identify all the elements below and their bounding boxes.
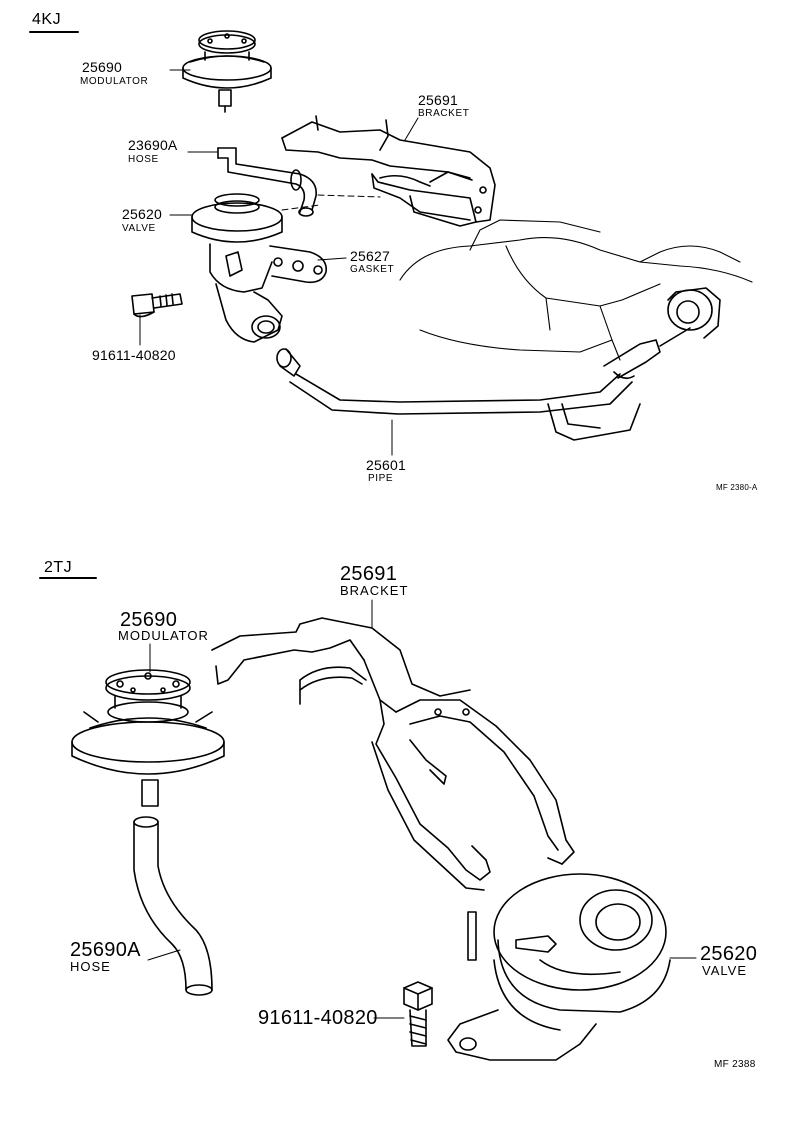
part-name-valve-4kj: VALVE: [122, 223, 156, 234]
part-name-gasket-4kj: GASKET: [350, 264, 395, 275]
part-name-modulator-4kj: MODULATOR: [80, 76, 149, 87]
part-number-bracket-2tj: 25691: [340, 563, 398, 585]
part-number-bolt-4kj: 91611-40820: [92, 347, 176, 363]
bracket-2tj: [211, 599, 575, 891]
hose-4kj: [217, 147, 317, 217]
valve-2tj: [447, 873, 697, 1061]
bracket-4kj: [281, 115, 496, 227]
modulator-2tj: [71, 643, 225, 807]
part-name-modulator-2tj: MODULATOR: [118, 628, 209, 643]
bolt-2tj: [373, 981, 433, 1047]
part-name-hose-2tj: HOSE: [70, 959, 111, 974]
section-title-2tj: 2TJ: [44, 559, 73, 576]
part-number-bracket-4kj: 25691: [418, 92, 458, 108]
part-number-hose-4kj: 23690A: [128, 137, 178, 153]
part-name-pipe-4kj: PIPE: [368, 473, 394, 484]
hose-2tj: [133, 816, 213, 996]
figure-code-4kj: MF 2380-A: [716, 483, 758, 492]
part-name-hose-4kj: HOSE: [128, 154, 159, 165]
valve-4kj: [191, 193, 283, 343]
bolt-4kj: [131, 293, 183, 318]
part-name-bracket-4kj: BRACKET: [418, 108, 470, 119]
gasket-4kj: [269, 245, 327, 284]
part-number-gasket-4kj: 25627: [350, 248, 390, 264]
part-number-pipe-4kj: 25601: [366, 457, 406, 473]
section-4kj-drawing: [29, 30, 753, 456]
part-number-valve-2tj: 25620: [700, 943, 758, 965]
part-number-hose-2tj: 25690A: [70, 939, 141, 961]
section-title-4kj: 4KJ: [32, 11, 62, 28]
part-number-modulator-2tj: 25690: [120, 609, 178, 631]
figure-code-2tj: MF 2388: [714, 1059, 756, 1070]
engine-outline: [399, 219, 753, 361]
section-2tj-drawing: [39, 577, 697, 1061]
part-number-bolt-2tj: 91611-40820: [258, 1007, 378, 1029]
part-number-modulator-4kj: 25690: [82, 59, 122, 75]
part-name-bracket-2tj: BRACKET: [340, 583, 409, 598]
part-name-valve-2tj: VALVE: [702, 963, 747, 978]
pipe-fitting-right: [659, 287, 721, 347]
part-number-valve-4kj: 25620: [122, 206, 162, 222]
modulator-4kj: [182, 30, 272, 113]
pipe-4kj: [276, 339, 661, 441]
